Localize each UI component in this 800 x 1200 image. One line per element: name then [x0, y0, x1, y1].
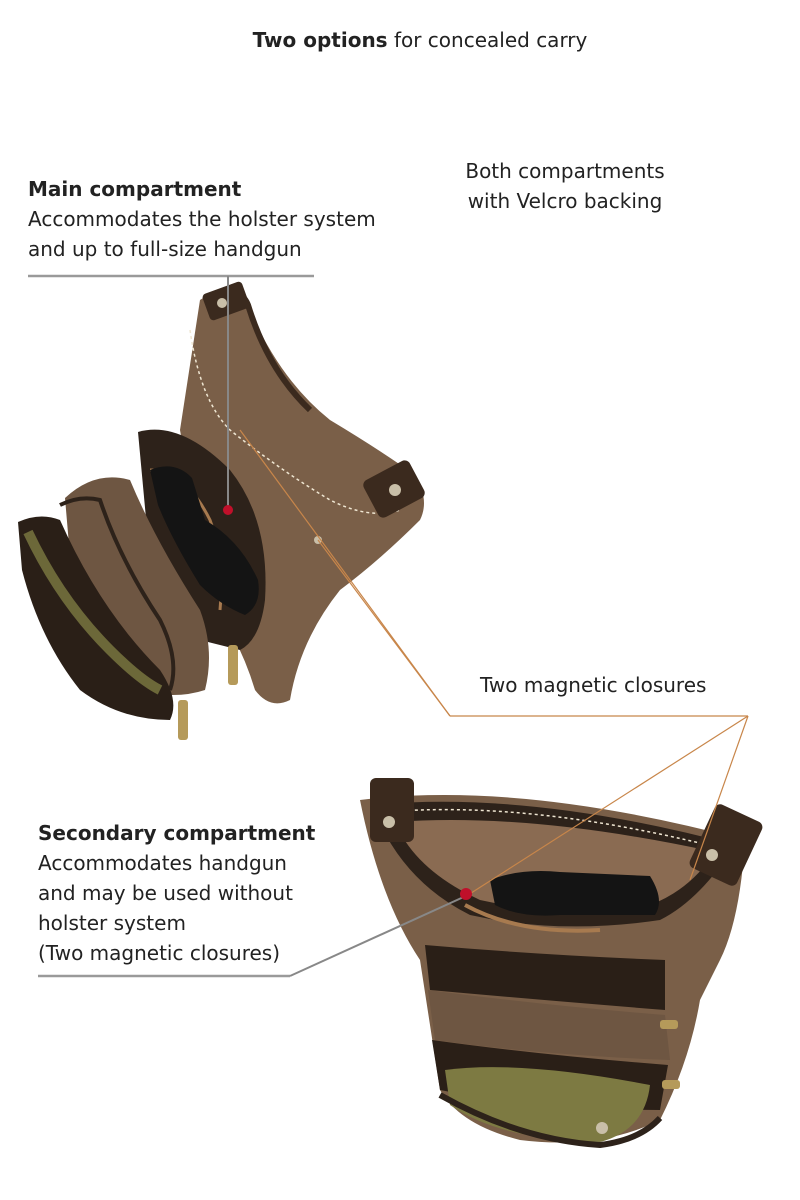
secondary-pointer-marker: [460, 888, 472, 900]
velcro-line-2: with Velcro backing: [467, 189, 663, 213]
page-title: Two options for concealed carry: [252, 28, 588, 52]
magnetic-leader-3: [689, 715, 749, 881]
velcro-line-1: Both compartments: [465, 159, 665, 183]
velcro-callout: Both compartments with Velcro backing: [440, 156, 690, 216]
magnetic-leader-2: [317, 539, 451, 717]
bottom-bag-image: [360, 778, 763, 1149]
main-compartment-heading: Main compartment: [28, 177, 242, 201]
main-compartment-callout: Main compartment Accommodates the holste…: [28, 174, 376, 264]
leader-lines: [28, 274, 749, 978]
main-compartment-line-2: and up to full-size handgun: [28, 237, 302, 261]
secondary-line-3: holster system: [38, 911, 186, 935]
secondary-compartment-callout: Secondary compartment Accommodates handg…: [38, 818, 315, 968]
magnetic-closures-label: Two magnetic closures: [480, 673, 707, 697]
main-compartment-line-1: Accommodates the holster system: [28, 207, 376, 231]
secondary-line-2: and may be used without: [38, 881, 293, 905]
secondary-compartment-heading: Secondary compartment: [38, 821, 316, 845]
secondary-line-1: Accommodates handgun: [38, 851, 287, 875]
main-pointer-marker: [223, 505, 233, 515]
magnetic-leader-1: [239, 429, 451, 717]
magnetic-leader-4: [467, 715, 749, 896]
secondary-line-4: (Two magnetic closures): [38, 941, 281, 965]
top-bag-image: [18, 281, 425, 740]
secondary-pointer-line: [289, 894, 469, 977]
